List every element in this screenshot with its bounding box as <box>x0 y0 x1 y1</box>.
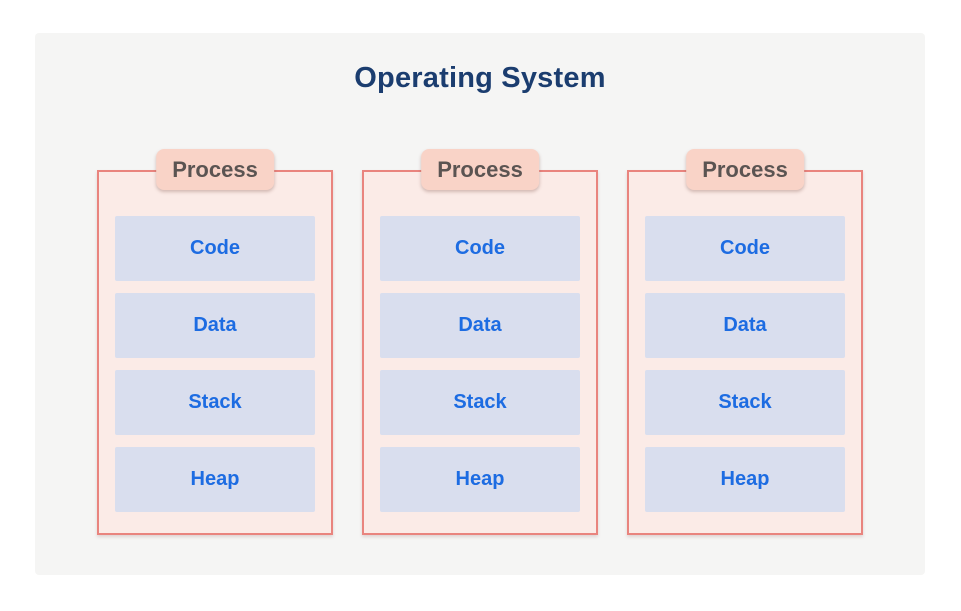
segment-heap: Heap <box>115 447 315 512</box>
segment-code: Code <box>380 216 580 281</box>
segment-data: Data <box>645 293 845 358</box>
segment-list: Code Data Stack Heap <box>645 216 845 512</box>
segment-stack: Stack <box>380 370 580 435</box>
process-container-1: Process Code Data Stack Heap <box>97 149 333 535</box>
segment-list: Code Data Stack Heap <box>380 216 580 512</box>
process-container-2: Process Code Data Stack Heap <box>362 149 598 535</box>
segment-heap: Heap <box>380 447 580 512</box>
diagram-panel: Operating System Process Code Data Stack… <box>35 33 925 575</box>
segment-data: Data <box>115 293 315 358</box>
process-container-3: Process Code Data Stack Heap <box>627 149 863 535</box>
page-title: Operating System <box>354 62 606 94</box>
segment-list: Code Data Stack Heap <box>115 216 315 512</box>
process-label: Process <box>156 149 274 190</box>
process-row: Process Code Data Stack Heap Process Cod… <box>35 149 925 535</box>
segment-code: Code <box>115 216 315 281</box>
segment-data: Data <box>380 293 580 358</box>
segment-heap: Heap <box>645 447 845 512</box>
process-label: Process <box>686 149 804 190</box>
segment-stack: Stack <box>115 370 315 435</box>
segment-code: Code <box>645 216 845 281</box>
process-label: Process <box>421 149 539 190</box>
segment-stack: Stack <box>645 370 845 435</box>
